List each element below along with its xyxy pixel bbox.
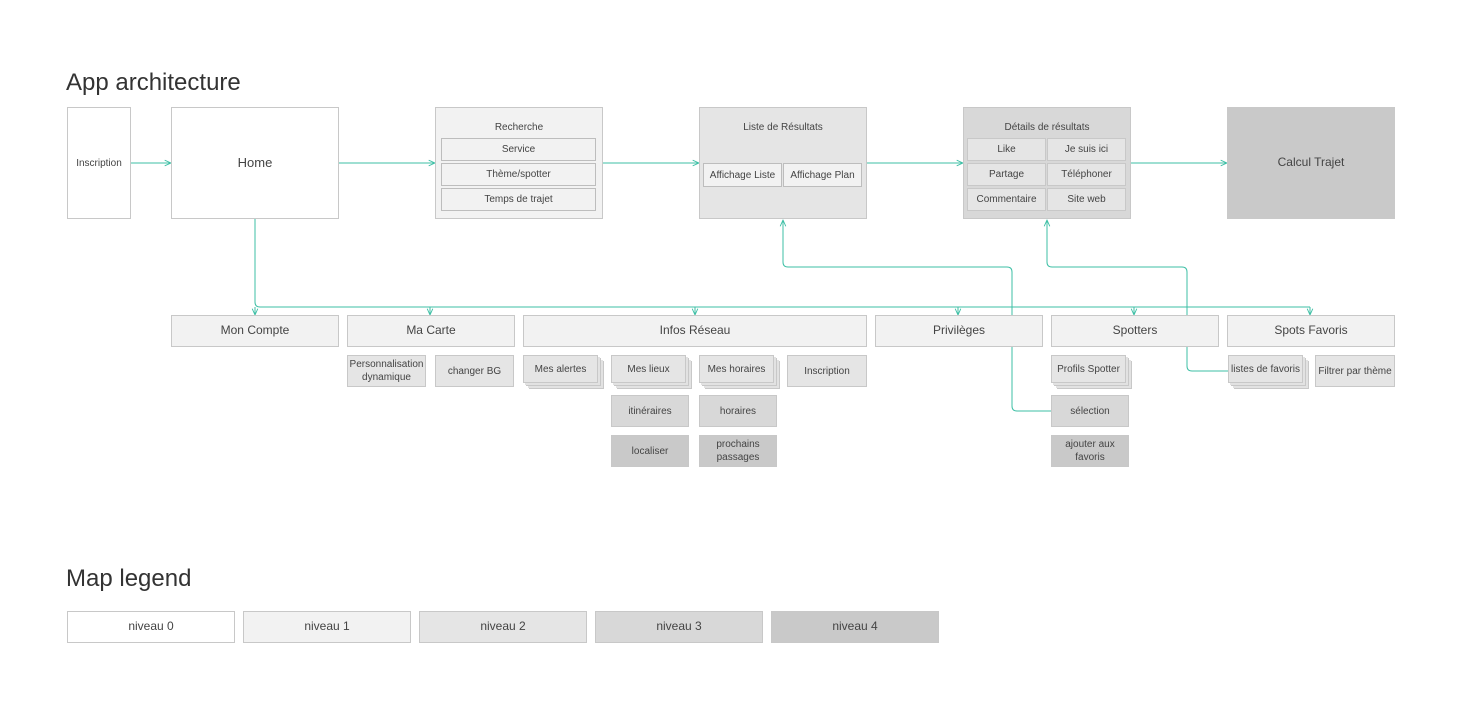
prochains-passages[interactable]: prochains passages bbox=[699, 435, 777, 467]
details-resultats-title: Détails de résultats bbox=[1004, 122, 1090, 133]
legend-heading: Map legend bbox=[66, 565, 192, 592]
horaires[interactable]: horaires bbox=[699, 395, 777, 427]
inscription-node[interactable]: Inscription bbox=[67, 107, 131, 219]
legend-niveau-4: niveau 4 bbox=[771, 611, 939, 643]
section-spotters[interactable]: Spotters bbox=[1051, 315, 1219, 347]
section-spots-favoris[interactable]: Spots Favoris bbox=[1227, 315, 1395, 347]
profils-spotter[interactable]: Profils Spotter bbox=[1051, 355, 1126, 383]
home-node[interactable]: Home bbox=[171, 107, 339, 219]
itineraires[interactable]: itinéraires bbox=[611, 395, 689, 427]
details-commentaire[interactable]: Commentaire bbox=[967, 188, 1046, 211]
section-infos-reseau[interactable]: Infos Réseau bbox=[523, 315, 867, 347]
recherche-service[interactable]: Service bbox=[441, 138, 596, 161]
recherche-temps-de-trajet[interactable]: Temps de trajet bbox=[441, 188, 596, 211]
selection[interactable]: sélection bbox=[1051, 395, 1129, 427]
mes-alertes[interactable]: Mes alertes bbox=[523, 355, 598, 383]
ajouter-aux-favoris[interactable]: ajouter aux favoris bbox=[1051, 435, 1129, 467]
affichage-plan[interactable]: Affichage Plan bbox=[783, 163, 862, 187]
section-mon-compte[interactable]: Mon Compte bbox=[171, 315, 339, 347]
filtrer-par-theme[interactable]: Filtrer par thème bbox=[1315, 355, 1395, 387]
details-partage[interactable]: Partage bbox=[967, 163, 1046, 186]
mes-lieux[interactable]: Mes lieux bbox=[611, 355, 686, 383]
listes-de-favoris[interactable]: listes de favoris bbox=[1228, 355, 1303, 383]
recherche-title: Recherche bbox=[494, 122, 544, 133]
section-ma-carte[interactable]: Ma Carte bbox=[347, 315, 515, 347]
details-je-suis-ici[interactable]: Je suis ici bbox=[1047, 138, 1126, 161]
liste-resultats-title: Liste de Résultats bbox=[743, 122, 823, 133]
recherche-theme-spotter[interactable]: Thème/spotter bbox=[441, 163, 596, 186]
details-like[interactable]: Like bbox=[967, 138, 1046, 161]
details-telephoner[interactable]: Téléphoner bbox=[1047, 163, 1126, 186]
architecture-heading: App architecture bbox=[66, 69, 241, 96]
legend-niveau-0: niveau 0 bbox=[67, 611, 235, 643]
legend-niveau-1: niveau 1 bbox=[243, 611, 411, 643]
localiser[interactable]: localiser bbox=[611, 435, 689, 467]
personnalisation-dynamique[interactable]: Personnalisation dynamique bbox=[347, 355, 426, 387]
changer-bg[interactable]: changer BG bbox=[435, 355, 514, 387]
infos-inscription[interactable]: Inscription bbox=[787, 355, 867, 387]
section-privileges[interactable]: Privilèges bbox=[875, 315, 1043, 347]
legend-niveau-3: niveau 3 bbox=[595, 611, 763, 643]
legend-niveau-2: niveau 2 bbox=[419, 611, 587, 643]
calcul-trajet-node[interactable]: Calcul Trajet bbox=[1227, 107, 1395, 219]
mes-horaires[interactable]: Mes horaires bbox=[699, 355, 774, 383]
affichage-liste[interactable]: Affichage Liste bbox=[703, 163, 782, 187]
details-site-web[interactable]: Site web bbox=[1047, 188, 1126, 211]
